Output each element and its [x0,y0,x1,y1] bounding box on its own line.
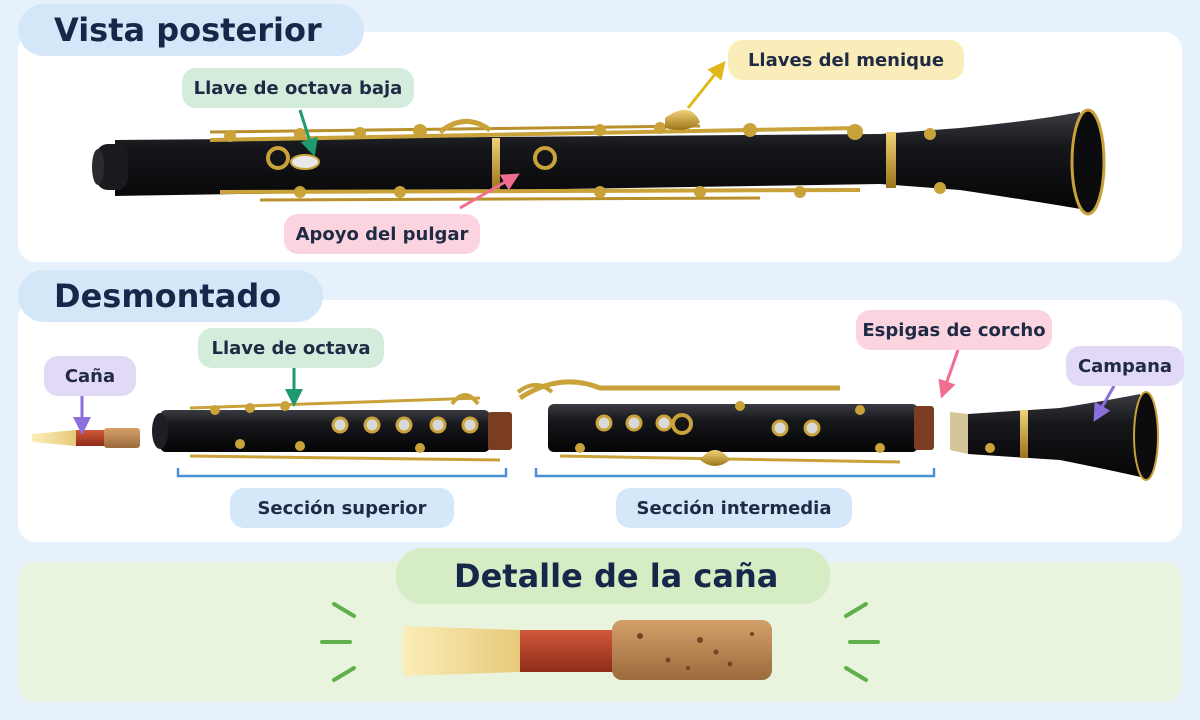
oboe-full-illustration [92,108,1106,216]
bell-label: Campana [1066,346,1184,386]
upper-section-label: Sección superior [230,488,454,528]
disassembled-heading: Desmontado [18,270,324,322]
rear-view-heading: Vista posterior [18,4,364,56]
bell-arrow [1093,385,1116,422]
upper-section-bracket [176,468,508,478]
pinky-keys-label: Llaves del menique [728,40,964,80]
reed-detail-heading: Detalle de la caña [396,548,831,604]
middle-section-bracket [534,468,936,478]
upper-section-illustration [152,393,512,462]
reed-small-illustration [32,428,140,448]
pinky-keys-arrow [686,60,726,109]
bell-illustration [950,391,1159,481]
low-octave-key-arrow [298,109,318,157]
reed-large-illustration [402,620,772,680]
octave-key-label: Llave de octava [198,328,384,368]
thumb-rest-arrow [459,173,520,210]
highlight-burst [320,602,880,682]
middle-section-illustration [516,379,934,466]
reed-label: Caña [44,356,136,396]
middle-section-label: Sección intermedia [616,488,852,528]
low-octave-key-label: Llave de octava baja [182,68,414,108]
thumb-rest-label: Apoyo del pulgar [284,214,480,254]
cork-tenons-arrow [938,349,960,399]
cork-tenons-label: Espigas de corcho [856,310,1052,350]
